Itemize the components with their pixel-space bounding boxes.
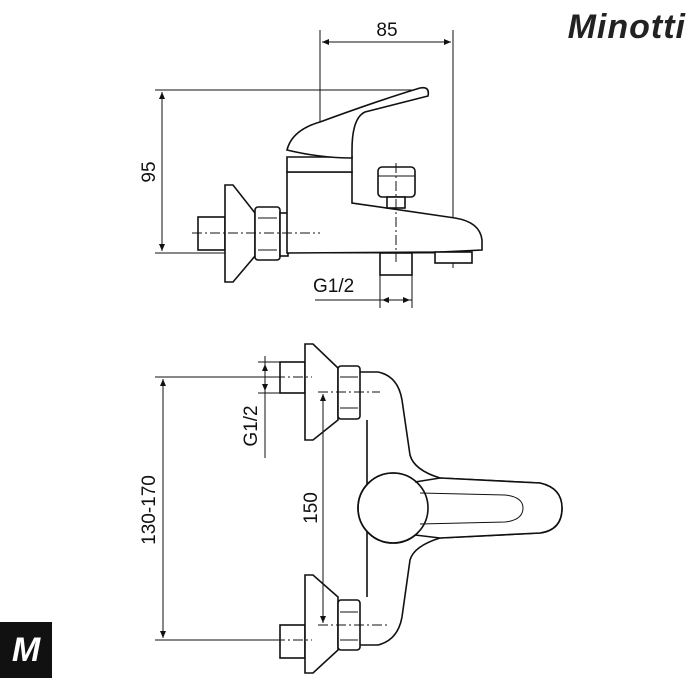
height-dimension-label: 95 — [139, 161, 160, 182]
brand-logo: Minotti — [567, 8, 686, 46]
top-view: 130-170 150 G1/2 — [139, 343, 563, 674]
lever-collar — [286, 156, 353, 173]
width-dimension-label: 85 — [376, 20, 397, 41]
center-dimension-label: 150 — [301, 492, 322, 524]
inlet-thread-label: G1/2 — [241, 405, 262, 446]
center-range-dimension-label: 130-170 — [139, 475, 160, 545]
brand-badge: M — [0, 622, 52, 678]
mixer-lever[interactable] — [286, 86, 430, 159]
side-view: 95 85 G1/2 — [139, 20, 483, 308]
mixer-body — [286, 171, 483, 254]
lower-inlet-pipe — [279, 624, 306, 659]
spout-aerator — [434, 251, 473, 264]
mixer-lever-top[interactable] — [414, 477, 563, 539]
lower-wall-flange — [304, 574, 339, 674]
outlet-thread-label: G1/2 — [313, 276, 354, 297]
